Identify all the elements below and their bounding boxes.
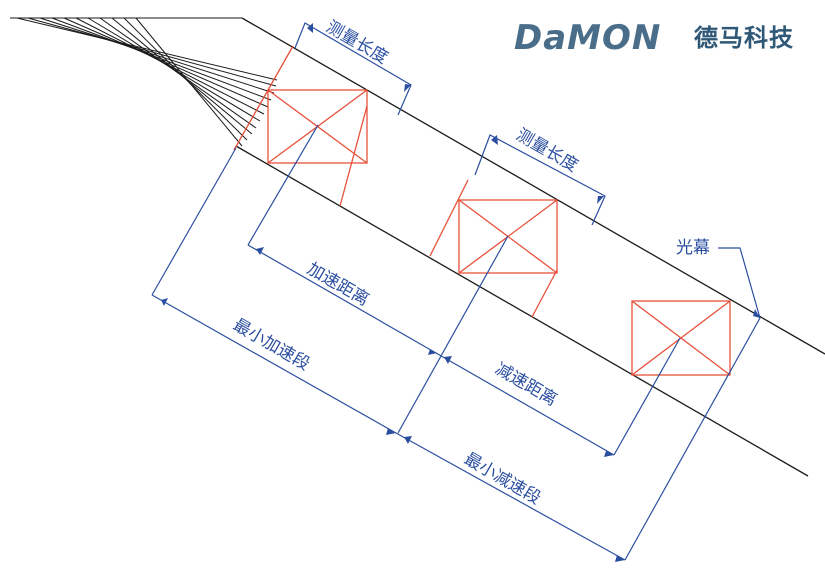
measure-length-2-dim <box>474 134 606 226</box>
min-accel-ext <box>151 147 237 296</box>
package-box-1 <box>267 89 368 207</box>
decel-distance-label: 减速距离 <box>492 359 561 410</box>
accel-ext-1 <box>247 124 319 246</box>
measure-length-2-label: 测量长度 <box>513 125 582 176</box>
light-curtain-label: 光幕 <box>676 238 710 258</box>
conveyor-bottom-edge <box>235 145 809 477</box>
accel-distance-dim <box>247 244 437 354</box>
min-accel-dim <box>151 294 397 434</box>
min-decel-dim <box>395 432 626 561</box>
measure-length-1-dim <box>294 22 412 116</box>
conveyor-edges <box>235 17 825 477</box>
company-logo: DaMON 德马科技 <box>514 18 814 58</box>
infeed-boundary <box>233 45 294 151</box>
box3-ext <box>613 337 681 456</box>
arrow-heads <box>161 23 760 562</box>
logo-wordmark: DaMON <box>514 18 662 58</box>
conveyor-top-edge <box>241 17 825 355</box>
accel-distance-label: 加速距离 <box>304 259 373 310</box>
logo-cn-name: 德马科技 <box>694 24 794 52</box>
infeed-belt-hatch <box>10 17 278 147</box>
light-curtain-leader <box>718 247 761 319</box>
measure-length-1-label: 测量长度 <box>323 17 392 68</box>
min-accel-segment-label: 最小加速段 <box>230 315 314 375</box>
dimension-lines <box>151 22 761 561</box>
light-curtain-ext <box>624 317 761 561</box>
decel-distance-dim <box>435 352 615 456</box>
box2-ext <box>397 235 509 434</box>
min-decel-segment-label: 最小减速段 <box>461 449 545 509</box>
package-box-3 <box>631 300 731 376</box>
package-box-2 <box>429 179 558 318</box>
